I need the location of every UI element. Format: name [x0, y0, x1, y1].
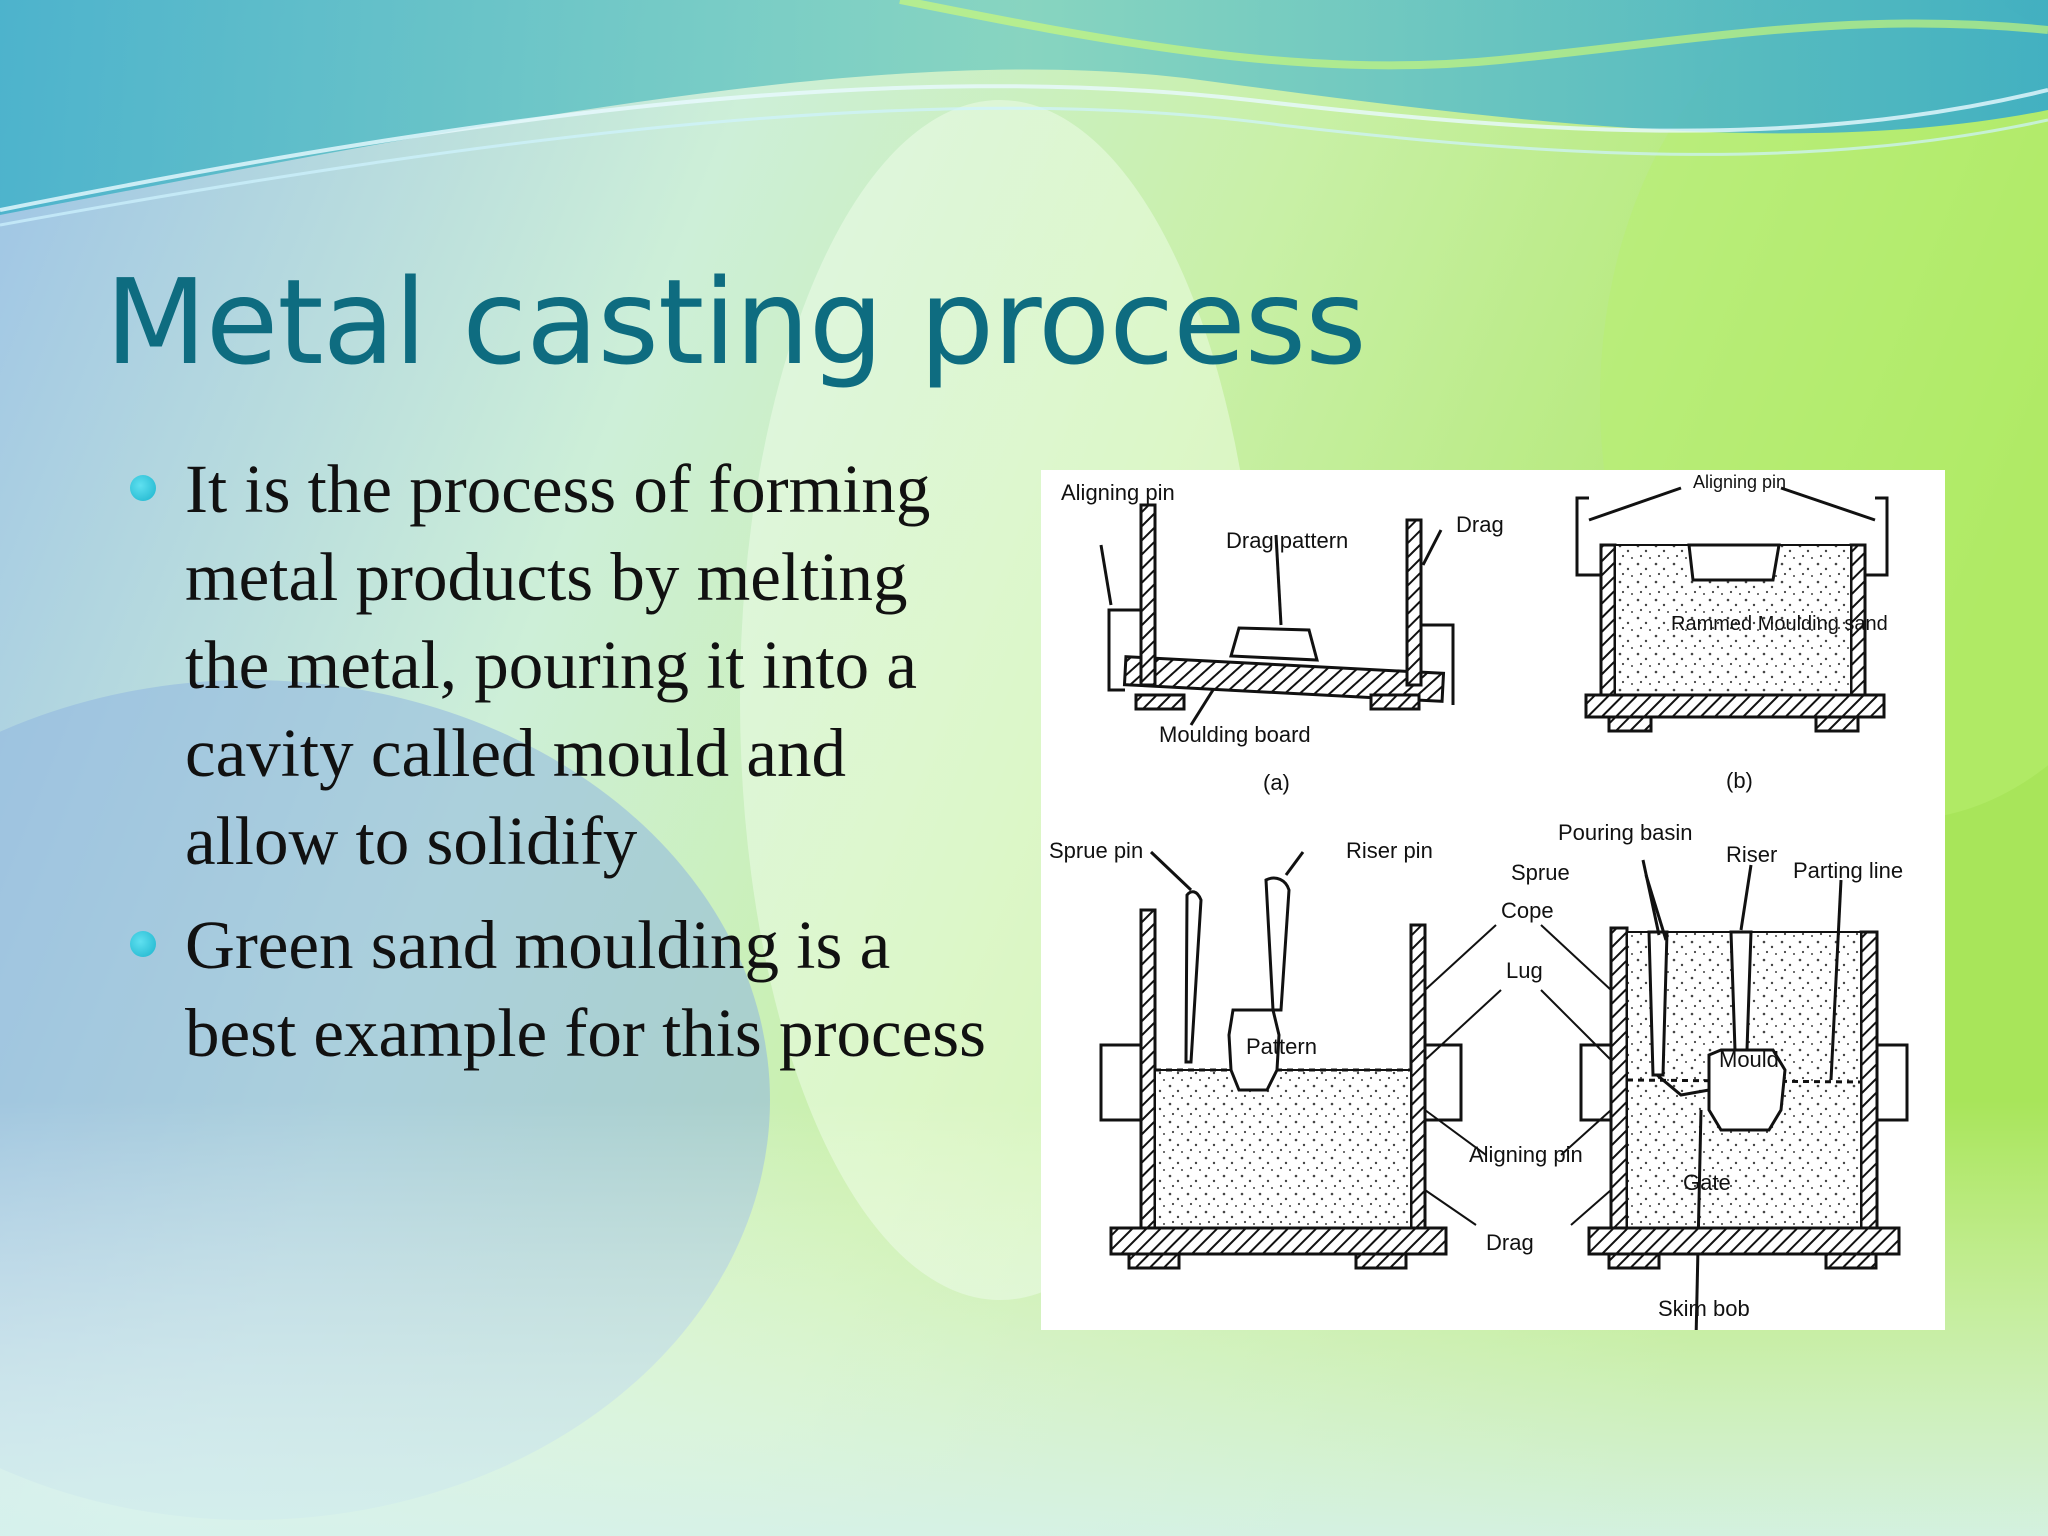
label-riser: Riser [1726, 842, 1777, 867]
panel-a [1099, 503, 1455, 726]
label-cope: Cope [1501, 898, 1554, 923]
label-lug: Lug [1506, 958, 1543, 983]
caption-a: (a) [1263, 770, 1290, 795]
bullet-dot-icon [130, 475, 156, 501]
bullet-text: Green sand moulding is a best example fo… [185, 907, 986, 1071]
label-riser-pin: Riser pin [1346, 838, 1433, 863]
label-rammed-sand: Rammed Moulding sand [1671, 613, 1888, 635]
label-drag-shared: Drag [1486, 1230, 1534, 1255]
label-gate: Gate [1683, 1170, 1731, 1195]
label-skim-bob: Skim bob [1658, 1296, 1750, 1321]
label-sprue-pin: Sprue pin [1049, 838, 1143, 863]
label-sprue: Sprue [1511, 860, 1570, 885]
moulding-diagram: Aligning pin Drag pattern Drag Moulding … [1041, 470, 1945, 1341]
label-aligning-pin-b: Aligning pin [1693, 472, 1786, 492]
caption-b: (b) [1726, 768, 1753, 793]
label-moulding-board: Moulding board [1159, 722, 1311, 747]
bullet-text: It is the process of forming metal produ… [185, 451, 931, 879]
panel-b [1575, 486, 1889, 733]
panel-c [1099, 850, 1463, 1270]
label-drag-pattern: Drag pattern [1226, 528, 1348, 553]
bullet-list: It is the process of forming metal produ… [130, 445, 990, 1093]
slide-title: Metal casting process [105, 253, 1367, 391]
panel-d [1579, 859, 1909, 1341]
label-aligning-pin-a: Aligning pin [1061, 480, 1175, 505]
label-aligning-pin-shared: Aligning pin [1469, 1142, 1583, 1167]
bullet-item: Green sand moulding is a best example fo… [130, 901, 990, 1077]
shared-leaders [1424, 924, 1612, 1226]
label-pouring-basin: Pouring basin [1558, 820, 1693, 845]
bullet-dot-icon [130, 931, 156, 957]
moulding-diagram-svg: Aligning pin Drag pattern Drag Moulding … [1041, 470, 1945, 1341]
label-mould: Mould [1719, 1047, 1779, 1072]
label-pattern: Pattern [1246, 1034, 1317, 1059]
label-drag-a: Drag [1456, 512, 1504, 537]
bullet-item: It is the process of forming metal produ… [130, 445, 990, 885]
label-parting-line: Parting line [1793, 858, 1903, 883]
